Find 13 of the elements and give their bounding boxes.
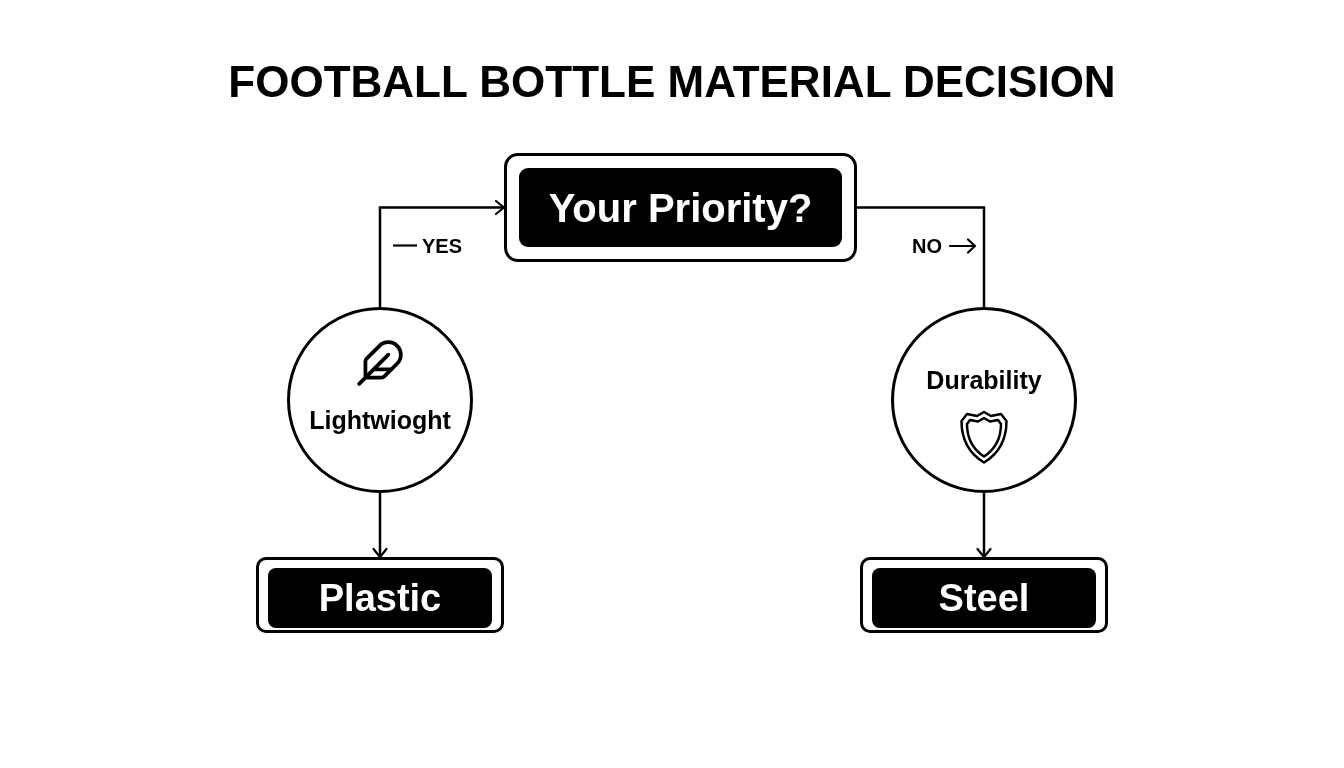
result-label: Plastic <box>268 568 492 628</box>
connector-arrow <box>976 493 992 559</box>
criterion-label: Durability <box>926 366 1042 394</box>
diagram-title: FOOTBALL BOTTLE MATERIAL DECISION <box>228 60 1116 104</box>
result-box <box>860 557 1108 633</box>
connector-arrow <box>372 493 388 559</box>
result-label: Steel <box>872 568 1096 628</box>
criterion-label: Lightwioght <box>309 406 451 434</box>
result-box <box>256 557 504 633</box>
connector-line <box>857 206 986 307</box>
connector-arrow <box>378 199 506 307</box>
question-label: Your Priority? <box>519 168 842 247</box>
decision-box <box>504 153 857 262</box>
